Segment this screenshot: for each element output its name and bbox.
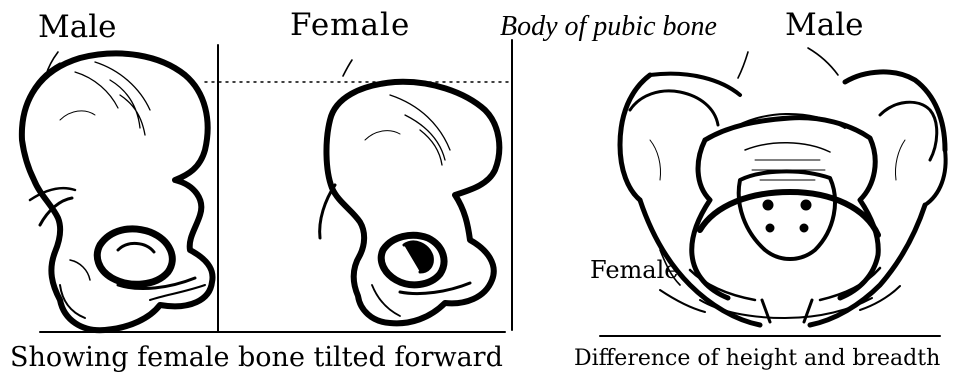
leader-line-female-center (343, 60, 352, 76)
label-female-center: Female (290, 10, 410, 41)
label-female-right: Female (590, 258, 679, 282)
male-pelvis-outline (620, 75, 650, 200)
label-body-of-pubic-bone: Body of pubic bone (500, 13, 717, 41)
female-hip-bone-side-view (320, 82, 500, 324)
male-hip-bone-side-view (22, 53, 213, 330)
caption-left: Showing female bone tilted forward (10, 344, 503, 371)
label-male-left: Male (38, 12, 116, 43)
pelvis-front-view (620, 72, 946, 325)
leader-line-pubic-body (738, 52, 748, 78)
caption-right: Difference of height and breadth (574, 348, 940, 370)
label-male-right: Male (785, 10, 863, 41)
leader-line-male-right (808, 48, 838, 75)
